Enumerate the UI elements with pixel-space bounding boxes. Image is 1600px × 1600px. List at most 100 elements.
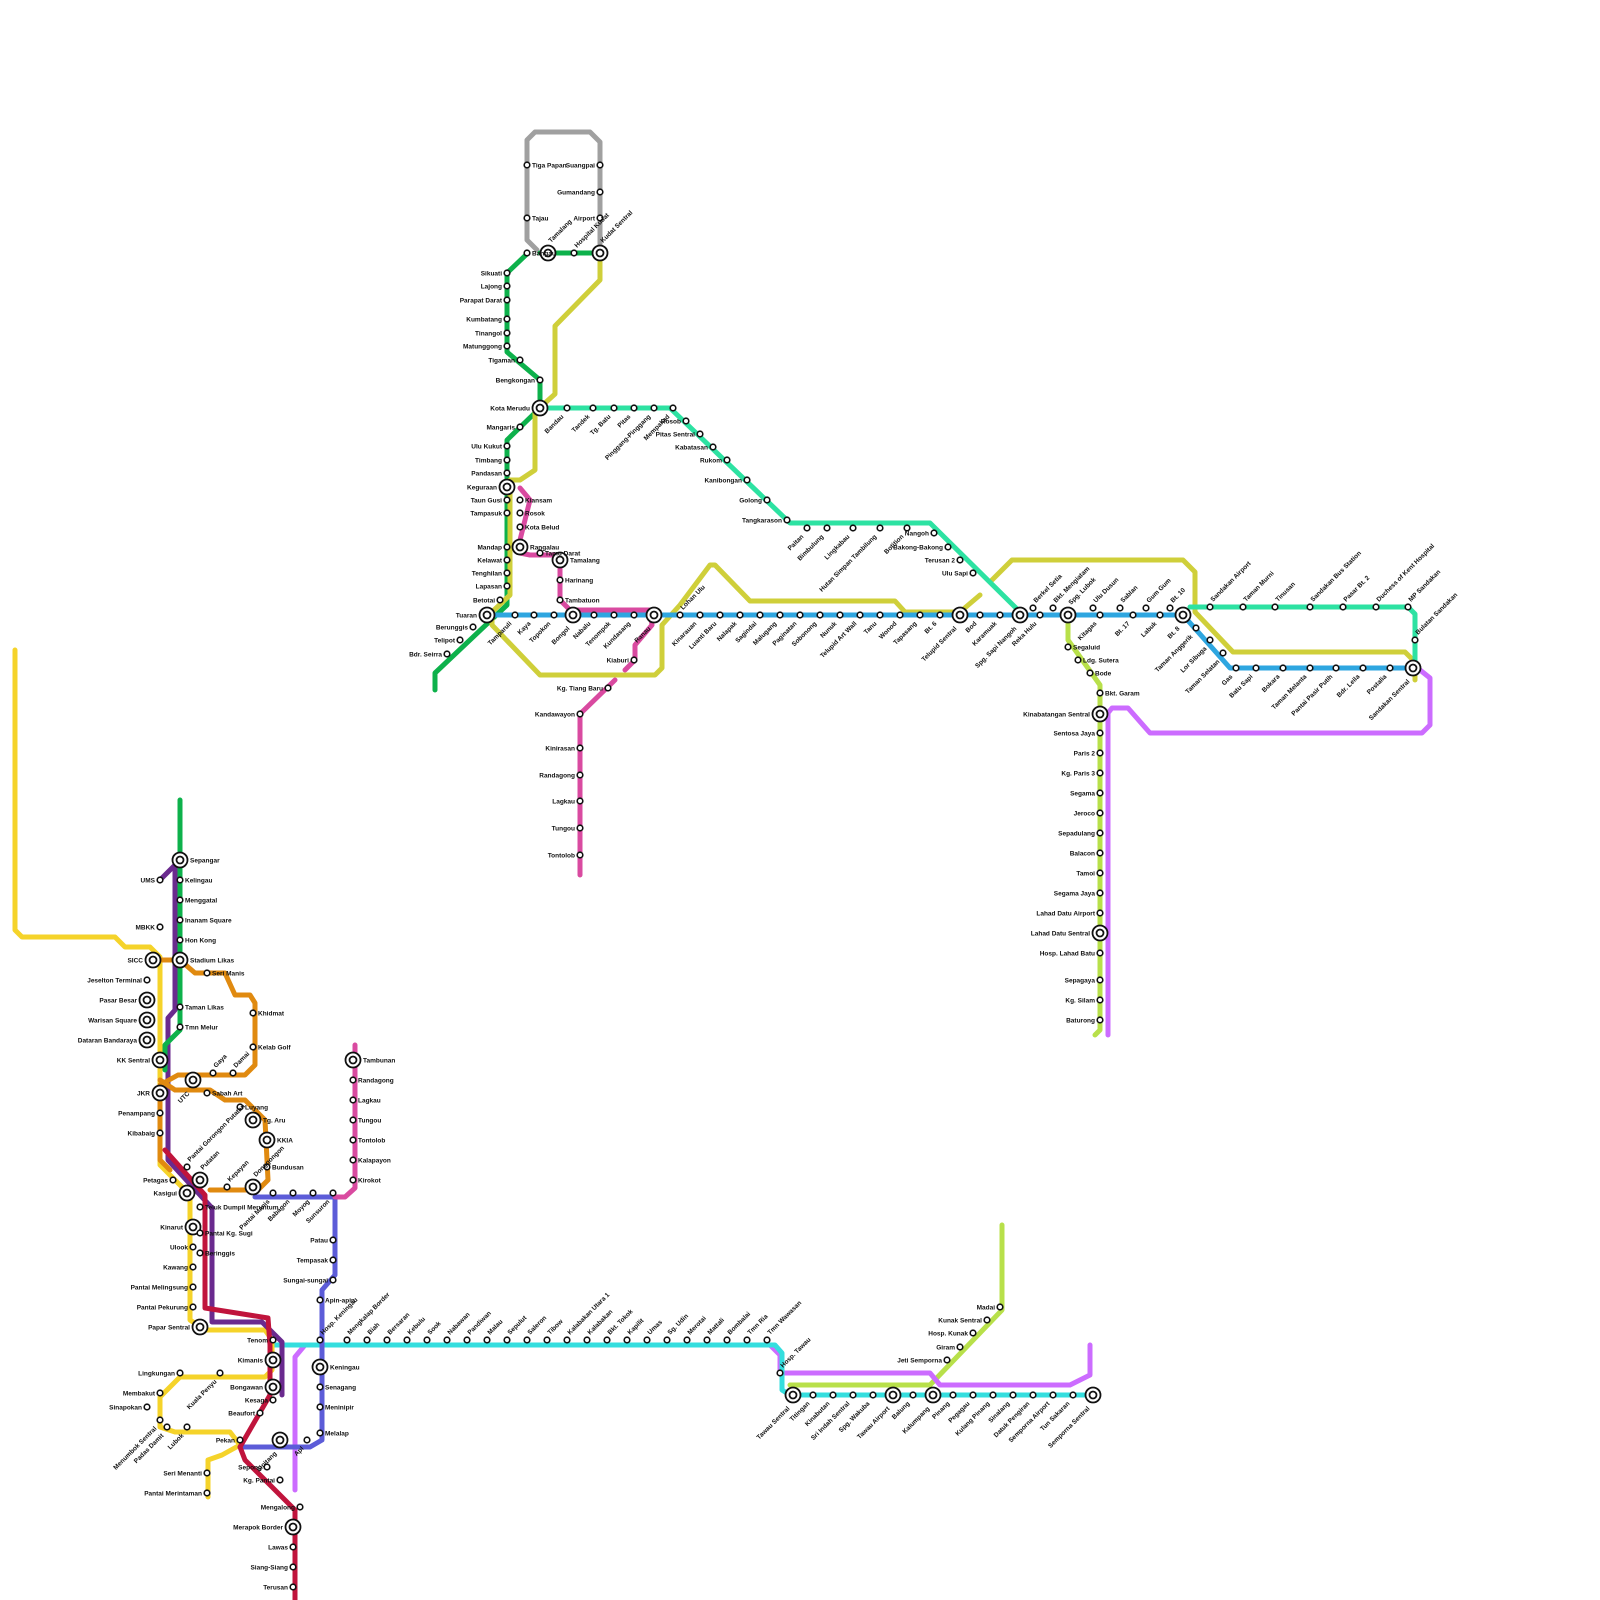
station-bkt-garam[interactable]: [1097, 690, 1103, 696]
station-bersaran[interactable]: [384, 1337, 390, 1343]
station-pantai-gorongon-putatan[interactable]: [184, 1164, 190, 1170]
station-kitagas[interactable]: [1097, 612, 1103, 618]
station-bt-10[interactable]: [1167, 605, 1173, 611]
station-seri-menanti[interactable]: [204, 1470, 210, 1476]
station-kulang-pinang[interactable]: [990, 1392, 996, 1398]
station-kalabakan-utara-1[interactable]: [564, 1337, 570, 1343]
station-senagang[interactable]: [317, 1384, 323, 1390]
station-jeti-semporna[interactable]: [944, 1357, 950, 1363]
station-bod[interactable]: [977, 612, 983, 618]
station-harinang[interactable]: [557, 577, 563, 583]
station-sobonong[interactable]: [817, 612, 823, 618]
station-kg-pantai[interactable]: [277, 1477, 283, 1483]
station-bangau[interactable]: [524, 250, 530, 256]
station-petagas[interactable]: [170, 1177, 176, 1183]
station-taman-melanta[interactable]: [1307, 665, 1313, 671]
station-tinusan[interactable]: [1272, 604, 1278, 610]
station-gumandang[interactable]: [597, 189, 603, 195]
station-kota-belud[interactable]: [517, 524, 523, 530]
station-kg-paris-3[interactable]: [1097, 770, 1103, 776]
station-mbkk[interactable]: [157, 924, 163, 930]
station-batu-sapi[interactable]: [1253, 665, 1259, 671]
station-sg-udin[interactable]: [664, 1337, 670, 1343]
station-beringgis[interactable]: [197, 1250, 203, 1256]
station-tontolob[interactable]: [577, 852, 583, 858]
station-baturong[interactable]: [1097, 1017, 1103, 1023]
station-kebulu[interactable]: [404, 1337, 410, 1343]
station-mp-sandakan[interactable]: [1405, 604, 1411, 610]
station-berunggis[interactable]: [470, 624, 476, 630]
station-tungou[interactable]: [577, 825, 583, 831]
station-lagkau[interactable]: [577, 798, 583, 804]
station-menumbok-sentral[interactable]: [157, 1417, 163, 1423]
station-balung[interactable]: [910, 1392, 916, 1398]
station-kiansam[interactable]: [517, 497, 523, 503]
station-hosp-lahad-batu[interactable]: [1097, 950, 1103, 956]
station-labuk[interactable]: [1157, 612, 1163, 618]
station-umas[interactable]: [644, 1337, 650, 1343]
station-seri-manis[interactable]: [204, 970, 210, 976]
station-balacon[interactable]: [1097, 850, 1103, 856]
station-gaya[interactable]: [210, 1070, 216, 1076]
station-sepagaya[interactable]: [1097, 977, 1103, 983]
station-membakut[interactable]: [157, 1390, 163, 1396]
station-tamoi[interactable]: [1097, 870, 1103, 876]
station-jeroco[interactable]: [1097, 810, 1103, 816]
station-inanam-square[interactable]: [177, 917, 183, 923]
station-pantai-pasir-putih[interactable]: [1333, 665, 1339, 671]
station-randagong[interactable]: [350, 1077, 356, 1083]
station-kabatasan[interactable]: [710, 444, 716, 450]
station-kinabutan[interactable]: [830, 1392, 836, 1398]
station-gum-gum[interactable]: [1143, 605, 1149, 611]
station-tangkarason[interactable]: [784, 517, 790, 523]
station-hosp-kunak[interactable]: [970, 1330, 976, 1336]
station-pegagau[interactable]: [970, 1392, 976, 1398]
station-datuk-pengiran[interactable]: [1030, 1392, 1036, 1398]
station-sentosa-jaya[interactable]: [1097, 730, 1103, 736]
station-babagon[interactable]: [290, 1190, 296, 1196]
station-kunak-sentral[interactable]: [984, 1317, 990, 1323]
station-tambatuon[interactable]: [557, 597, 563, 603]
station-topokon[interactable]: [551, 612, 557, 618]
station-bengkongan[interactable]: [537, 377, 543, 383]
station-teluk-dumpil-meruntum[interactable]: [197, 1204, 203, 1210]
station-malau[interactable]: [484, 1337, 490, 1343]
station-moyog[interactable]: [310, 1190, 316, 1196]
station-tiga-papan[interactable]: [524, 162, 530, 168]
station-apin-apin[interactable]: [317, 1297, 323, 1303]
station-nabalu[interactable]: [591, 612, 597, 618]
station-nangoh[interactable]: [931, 530, 937, 536]
station-tenom[interactable]: [270, 1337, 276, 1343]
station-melalap[interactable]: [317, 1430, 323, 1436]
station-sinalang[interactable]: [1010, 1392, 1016, 1398]
station-tmn-wawasan[interactable]: [764, 1337, 770, 1343]
station-mattali[interactable]: [704, 1337, 710, 1343]
station-kapilit[interactable]: [624, 1337, 630, 1343]
station-terusan-2[interactable]: [957, 557, 963, 563]
station-tajau[interactable]: [524, 215, 530, 221]
station-sandakan-bus-station[interactable]: [1307, 604, 1313, 610]
station-ulu-sapi[interactable]: [970, 570, 976, 576]
station-tmn-ria[interactable]: [744, 1337, 750, 1343]
station-timbang[interactable]: [504, 457, 510, 463]
station-tigaman[interactable]: [517, 357, 523, 363]
station-kalapayon[interactable]: [350, 1157, 356, 1163]
station-kepayan[interactable]: [224, 1184, 230, 1190]
station-lingkungan[interactable]: [177, 1370, 183, 1376]
station-taman-selatan[interactable]: [1220, 650, 1226, 656]
station-saleron[interactable]: [524, 1337, 530, 1343]
station-lawas[interactable]: [290, 1544, 296, 1550]
station-lagkau[interactable]: [350, 1097, 356, 1103]
station-apl[interactable]: [304, 1437, 310, 1443]
station-lor-sibuga[interactable]: [1207, 637, 1213, 643]
station-kg-silam[interactable]: [1097, 997, 1103, 1003]
station-siang-siang[interactable]: [290, 1564, 296, 1570]
station-ulu-kukut[interactable]: [504, 443, 510, 449]
station-pandasan[interactable]: [504, 470, 510, 476]
station-sandakan-airport[interactable]: [1207, 604, 1213, 610]
station-sri-indah-sentral[interactable]: [850, 1392, 856, 1398]
station-pantai-merintaman[interactable]: [204, 1490, 210, 1496]
station-pandiwan[interactable]: [464, 1337, 470, 1343]
station-padas-damit[interactable]: [164, 1424, 170, 1430]
station-bombalai[interactable]: [724, 1337, 730, 1343]
